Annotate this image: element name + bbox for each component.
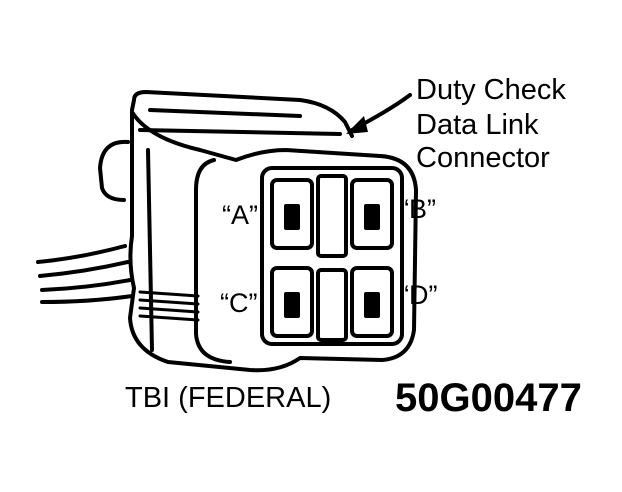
terminal-b (364, 204, 380, 230)
cavity-b (350, 178, 394, 250)
callout-line-1: Duty Check (416, 74, 566, 106)
figure-code: 50G00477 (395, 376, 582, 420)
locking-latch (130, 90, 354, 138)
cavity-center-upper (316, 174, 348, 258)
rear-clip (98, 139, 130, 202)
cavity-d (350, 266, 394, 338)
callout-line-3: Connector (416, 142, 550, 174)
connector-housing (128, 110, 418, 373)
cavity-center-lower (316, 268, 348, 342)
terminal-c (284, 292, 300, 318)
figure-caption: TBI (FEDERAL) (125, 382, 332, 414)
pin-label-b: “B” (400, 194, 436, 224)
pin-label-d: “D” (400, 280, 438, 310)
pin-label-c: “C” (220, 288, 258, 318)
callout-arrowhead (346, 116, 368, 134)
terminal-d (364, 292, 380, 318)
terminal-a (284, 204, 300, 230)
cavity-frame (260, 166, 404, 346)
grip-ribs (138, 290, 200, 322)
callout-line-2: Data Link (416, 109, 539, 141)
cavity-c (270, 266, 314, 338)
wire-harness (36, 244, 134, 304)
pin-label-a: “A” (222, 200, 258, 230)
cavity-a (270, 178, 314, 250)
